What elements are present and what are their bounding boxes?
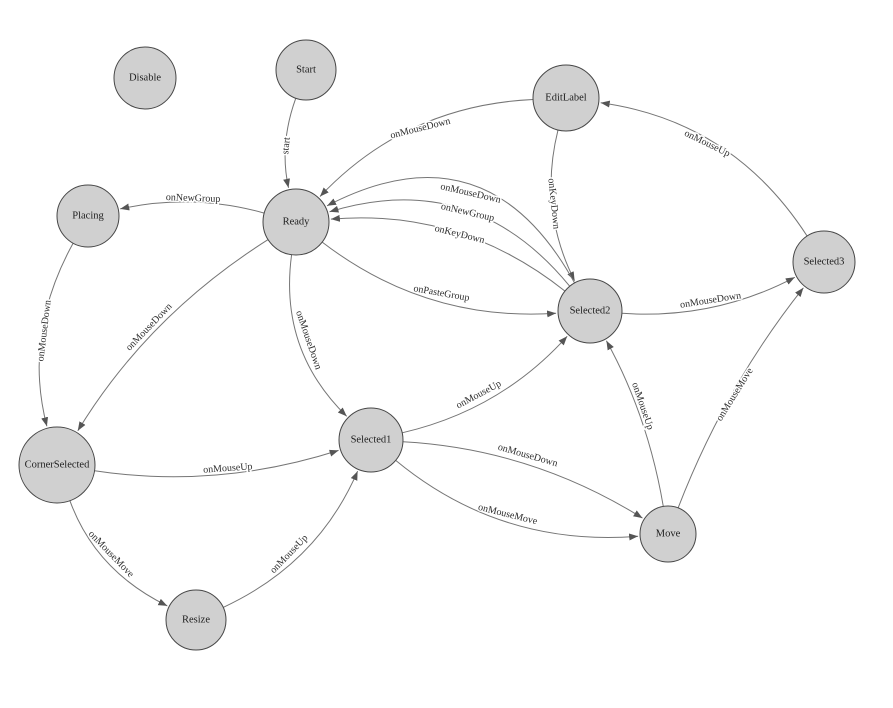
edge-Selected2-Ready-8 xyxy=(326,177,576,284)
node-label-Selected1: Selected1 xyxy=(351,435,392,446)
edge-label-start-0: start xyxy=(280,136,293,154)
edge-label-onNewGroup-1: onNewGroup xyxy=(166,192,221,205)
edge-EditLabel-Ready-5 xyxy=(319,99,534,197)
edge-Selected1-Move-17 xyxy=(402,441,643,519)
node-circle-Selected2[interactable] xyxy=(557,278,623,344)
edge-label-onMouseUp-14: onMouseUp xyxy=(203,461,253,475)
node-circle-Ready[interactable] xyxy=(262,188,330,256)
edge-Selected2-Selected3-12 xyxy=(621,276,796,315)
node-label-Selected2: Selected2 xyxy=(570,306,611,317)
node-label-Ready: Ready xyxy=(283,217,311,228)
edge-Selected3-EditLabel-6 xyxy=(600,100,808,237)
node-circle-Selected3[interactable] xyxy=(792,230,856,294)
edge-label-onMouseUp-16: onMouseUp xyxy=(268,533,310,576)
node-Selected3[interactable]: Selected3 xyxy=(792,230,856,294)
node-CornerSelected[interactable]: CornerSelected xyxy=(18,426,96,504)
node-circle-Resize[interactable] xyxy=(165,589,227,651)
node-label-CornerSelected: CornerSelected xyxy=(25,460,90,471)
edge-Ready-CornerSelected-3 xyxy=(77,239,269,432)
edge-Start-Ready-0 xyxy=(283,98,297,188)
edge-label-onKeyDown-7: onKeyDown xyxy=(545,178,561,230)
edge-Placing-CornerSelected-2 xyxy=(38,242,74,427)
node-circle-CornerSelected[interactable] xyxy=(18,426,96,504)
node-circle-Start[interactable] xyxy=(275,39,337,101)
edge-label-onMouseMove-20: onMouseMove xyxy=(714,366,756,424)
edge-Selected2-Ready-10 xyxy=(330,214,566,292)
node-Selected1[interactable]: Selected1 xyxy=(338,407,404,473)
node-circle-Placing[interactable] xyxy=(56,184,120,248)
edge-label-onMouseDown-2: onMouseDown xyxy=(35,299,53,362)
node-label-EditLabel: EditLabel xyxy=(545,93,586,104)
edge-Selected2-Ready-9 xyxy=(329,199,571,287)
edge-label-onMouseMove-15: onMouseMove xyxy=(86,529,136,581)
edge-label-onPasteGroup-11: onPasteGroup xyxy=(413,283,471,304)
edge-Move-Selected3-20 xyxy=(677,287,804,509)
node-circle-Move[interactable] xyxy=(639,505,697,563)
edge-Selected1-Move-18 xyxy=(395,460,639,541)
edge-label-onMouseMove-18: onMouseMove xyxy=(477,502,539,527)
node-Resize[interactable]: Resize xyxy=(165,589,227,651)
edge-CornerSelected-Selected1-14 xyxy=(94,449,339,478)
edge-Ready-Selected1-4 xyxy=(289,254,348,417)
node-label-Move: Move xyxy=(656,529,681,540)
edge-Ready-Placing-1 xyxy=(120,201,265,214)
edge-label-onMouseDown-5: onMouseDown xyxy=(389,116,452,142)
edge-label-onMouseUp-13: onMouseUp xyxy=(454,378,503,411)
node-label-Start: Start xyxy=(296,65,316,76)
edge-Selected1-Selected2-13 xyxy=(402,335,568,434)
node-label-Selected3: Selected3 xyxy=(804,257,845,268)
edge-label-onMouseUp-6: onMouseUp xyxy=(682,128,731,160)
edge-label-onKeyDown-10: onKeyDown xyxy=(433,223,485,246)
node-circle-Disable[interactable] xyxy=(113,46,177,110)
node-circle-EditLabel[interactable] xyxy=(532,64,600,132)
edge-label-onNewGroup-9: onNewGroup xyxy=(440,201,496,224)
edge-Resize-Selected1-16 xyxy=(222,471,359,608)
edge-label-onMouseDown-3: onMouseDown xyxy=(124,301,175,353)
node-Selected2[interactable]: Selected2 xyxy=(557,278,623,344)
node-label-Placing: Placing xyxy=(72,211,104,222)
edge-label-onMouseDown-17: onMouseDown xyxy=(497,442,559,470)
edge-Ready-Selected2-11 xyxy=(321,241,557,318)
nodes-layer: Disable StartEditLabelPlacingReadySelecte… xyxy=(18,39,856,651)
node-Start[interactable]: Start xyxy=(275,39,337,101)
node-Move[interactable]: Move xyxy=(639,505,697,563)
node-label-Resize: Resize xyxy=(182,615,210,626)
node-EditLabel[interactable]: EditLabel xyxy=(532,64,600,132)
edge-EditLabel-Selected2-7 xyxy=(550,129,576,281)
node-Disable[interactable]: Disable xyxy=(113,46,177,110)
node-label-Disable: Disable xyxy=(129,73,161,84)
node-Placing[interactable]: Placing xyxy=(56,184,120,248)
node-Ready[interactable]: Ready xyxy=(262,188,330,256)
edge-CornerSelected-Resize-15 xyxy=(69,500,168,607)
node-circle-Selected1[interactable] xyxy=(338,407,404,473)
edge-Move-Selected2-19 xyxy=(605,340,664,507)
